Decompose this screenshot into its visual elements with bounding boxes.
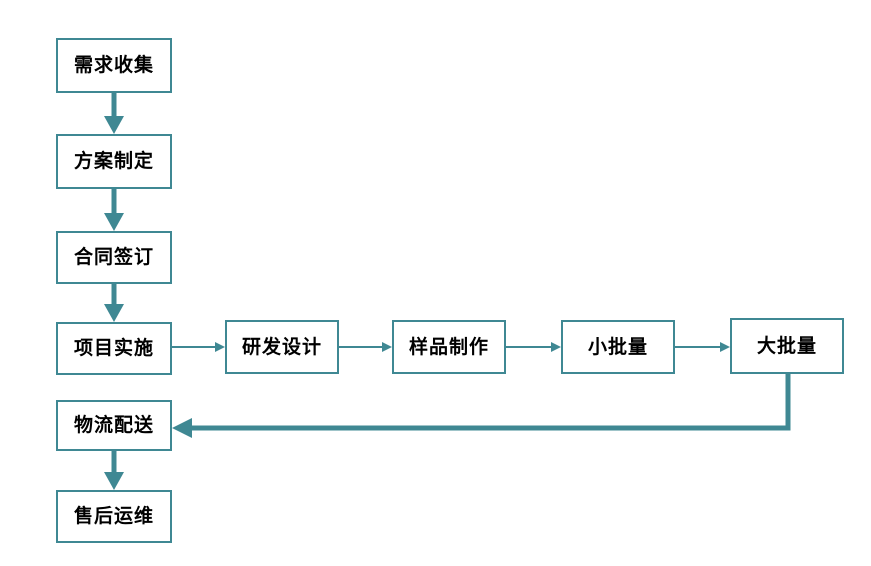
edge-n9-n10 <box>104 451 124 490</box>
node-label: 项目实施 <box>73 337 154 359</box>
node-label: 小批量 <box>587 335 648 358</box>
edge-n2-n3 <box>104 189 124 231</box>
node-label: 方案制定 <box>73 150 154 172</box>
node-requirements-gathering[interactable]: 需求收集 <box>56 38 172 93</box>
node-large-batch[interactable]: 大批量 <box>730 318 844 374</box>
node-project-implementation[interactable]: 项目实施 <box>56 322 172 375</box>
node-label: 大批量 <box>756 334 817 357</box>
edge-n5-n6 <box>339 342 392 352</box>
edge-n6-n7 <box>506 342 561 352</box>
node-sample-production[interactable]: 样品制作 <box>392 320 506 374</box>
node-label: 研发设计 <box>241 335 322 358</box>
node-contract-signing[interactable]: 合同签订 <box>56 231 172 284</box>
node-label: 样品制作 <box>408 335 489 358</box>
node-plan-development[interactable]: 方案制定 <box>56 134 172 189</box>
node-label: 物流配送 <box>73 414 154 436</box>
edge-n1-n2 <box>104 93 124 134</box>
node-logistics-delivery[interactable]: 物流配送 <box>56 400 172 451</box>
edge-n3-n4 <box>104 284 124 322</box>
node-small-batch[interactable]: 小批量 <box>561 320 675 374</box>
node-label: 合同签订 <box>73 246 154 268</box>
node-label: 售后运维 <box>73 505 154 527</box>
edge-n7-n8 <box>675 342 730 352</box>
edge-n8-n9 <box>172 374 791 438</box>
node-rd-design[interactable]: 研发设计 <box>225 320 339 374</box>
node-label: 需求收集 <box>73 54 154 76</box>
edge-n4-n5 <box>172 342 225 352</box>
node-after-sales-service[interactable]: 售后运维 <box>56 490 172 543</box>
